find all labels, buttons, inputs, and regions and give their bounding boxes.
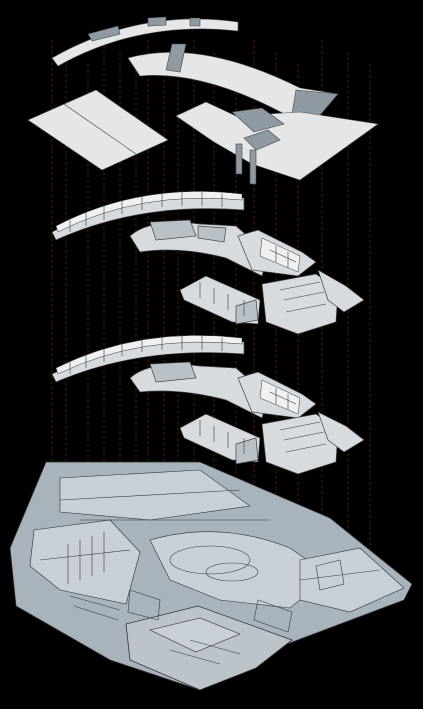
upper-floor-plan	[51, 191, 365, 335]
roof-canopy-arc	[51, 16, 339, 123]
ground-site-plan	[9, 461, 413, 691]
roof-plates	[27, 89, 379, 185]
lower-floor-plan	[51, 335, 365, 475]
